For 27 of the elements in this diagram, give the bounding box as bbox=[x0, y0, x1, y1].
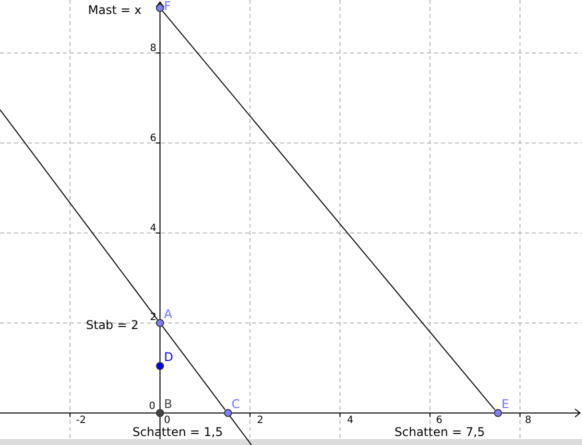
annotation-text: Mast = x bbox=[88, 4, 142, 16]
tick-label: 2 bbox=[257, 416, 264, 426]
point-marker bbox=[156, 4, 164, 12]
point-label: E bbox=[502, 398, 510, 410]
point-label: D bbox=[164, 350, 174, 363]
line-segment bbox=[162, 10, 496, 410]
annotation-text: Schatten = 7,5 bbox=[394, 426, 485, 438]
tick-label: 8 bbox=[525, 416, 532, 426]
point-marker bbox=[156, 409, 164, 417]
tick-label: 4 bbox=[150, 224, 156, 234]
point-marker bbox=[156, 319, 164, 327]
point-marker bbox=[156, 362, 164, 370]
line-segment bbox=[162, 326, 226, 410]
tick-label: -2 bbox=[76, 416, 86, 426]
annotation-text: Stab = 2 bbox=[86, 319, 139, 331]
point-label: A bbox=[164, 308, 172, 320]
tick-label: 0 bbox=[164, 416, 170, 426]
point-label: F bbox=[164, 0, 171, 12]
tick-label: 4 bbox=[347, 416, 354, 426]
point-label: C bbox=[232, 398, 240, 410]
point-marker bbox=[224, 409, 232, 417]
tick-label: 0 bbox=[149, 402, 156, 412]
point-label: B bbox=[164, 398, 172, 410]
tick-label: 8 bbox=[150, 44, 156, 54]
point-marker bbox=[494, 409, 502, 417]
tick-label: 6 bbox=[150, 134, 156, 144]
tick-label: 6 bbox=[436, 416, 442, 426]
